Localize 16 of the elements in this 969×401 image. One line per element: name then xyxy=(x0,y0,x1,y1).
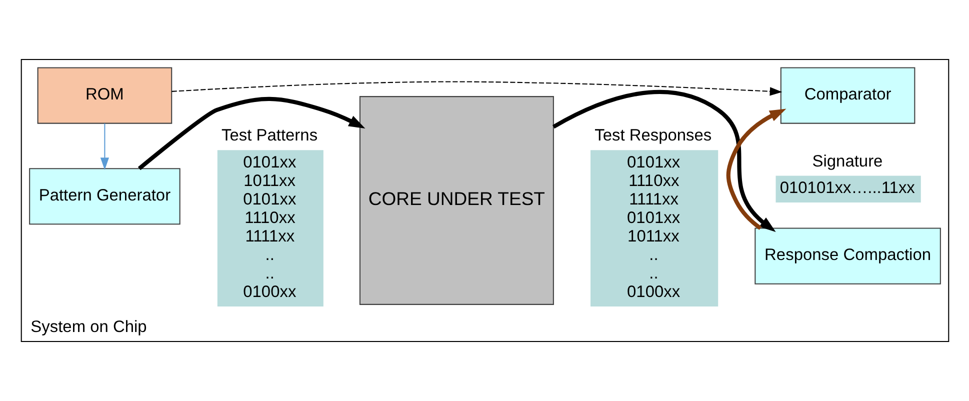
arrow xyxy=(137,96,365,170)
arrow xyxy=(171,81,782,96)
node-box: 0101xx 1011xx 0101xx 1110xx 1111xx .. .. 0100xx xyxy=(216,150,323,306)
node-box: Response Compaction xyxy=(754,228,940,284)
arrow xyxy=(726,108,786,230)
arrow xyxy=(100,123,109,170)
node-box: CORE UNDER TEST xyxy=(358,96,554,305)
node-box: 0101xx 1110xx 1111xx 0101xx 1011xx .. .. 0100xx xyxy=(590,150,718,306)
node-box: 010101xx…...11xx xyxy=(775,176,920,203)
node-label: Test Patterns xyxy=(221,126,318,145)
node-box: Pattern Generator xyxy=(28,168,180,225)
node-box: Comparator xyxy=(780,67,915,124)
node-label: Test Responses xyxy=(594,126,712,145)
node-box: ROM xyxy=(36,67,172,124)
arrow xyxy=(552,90,776,232)
node-label: Signature xyxy=(812,152,882,170)
